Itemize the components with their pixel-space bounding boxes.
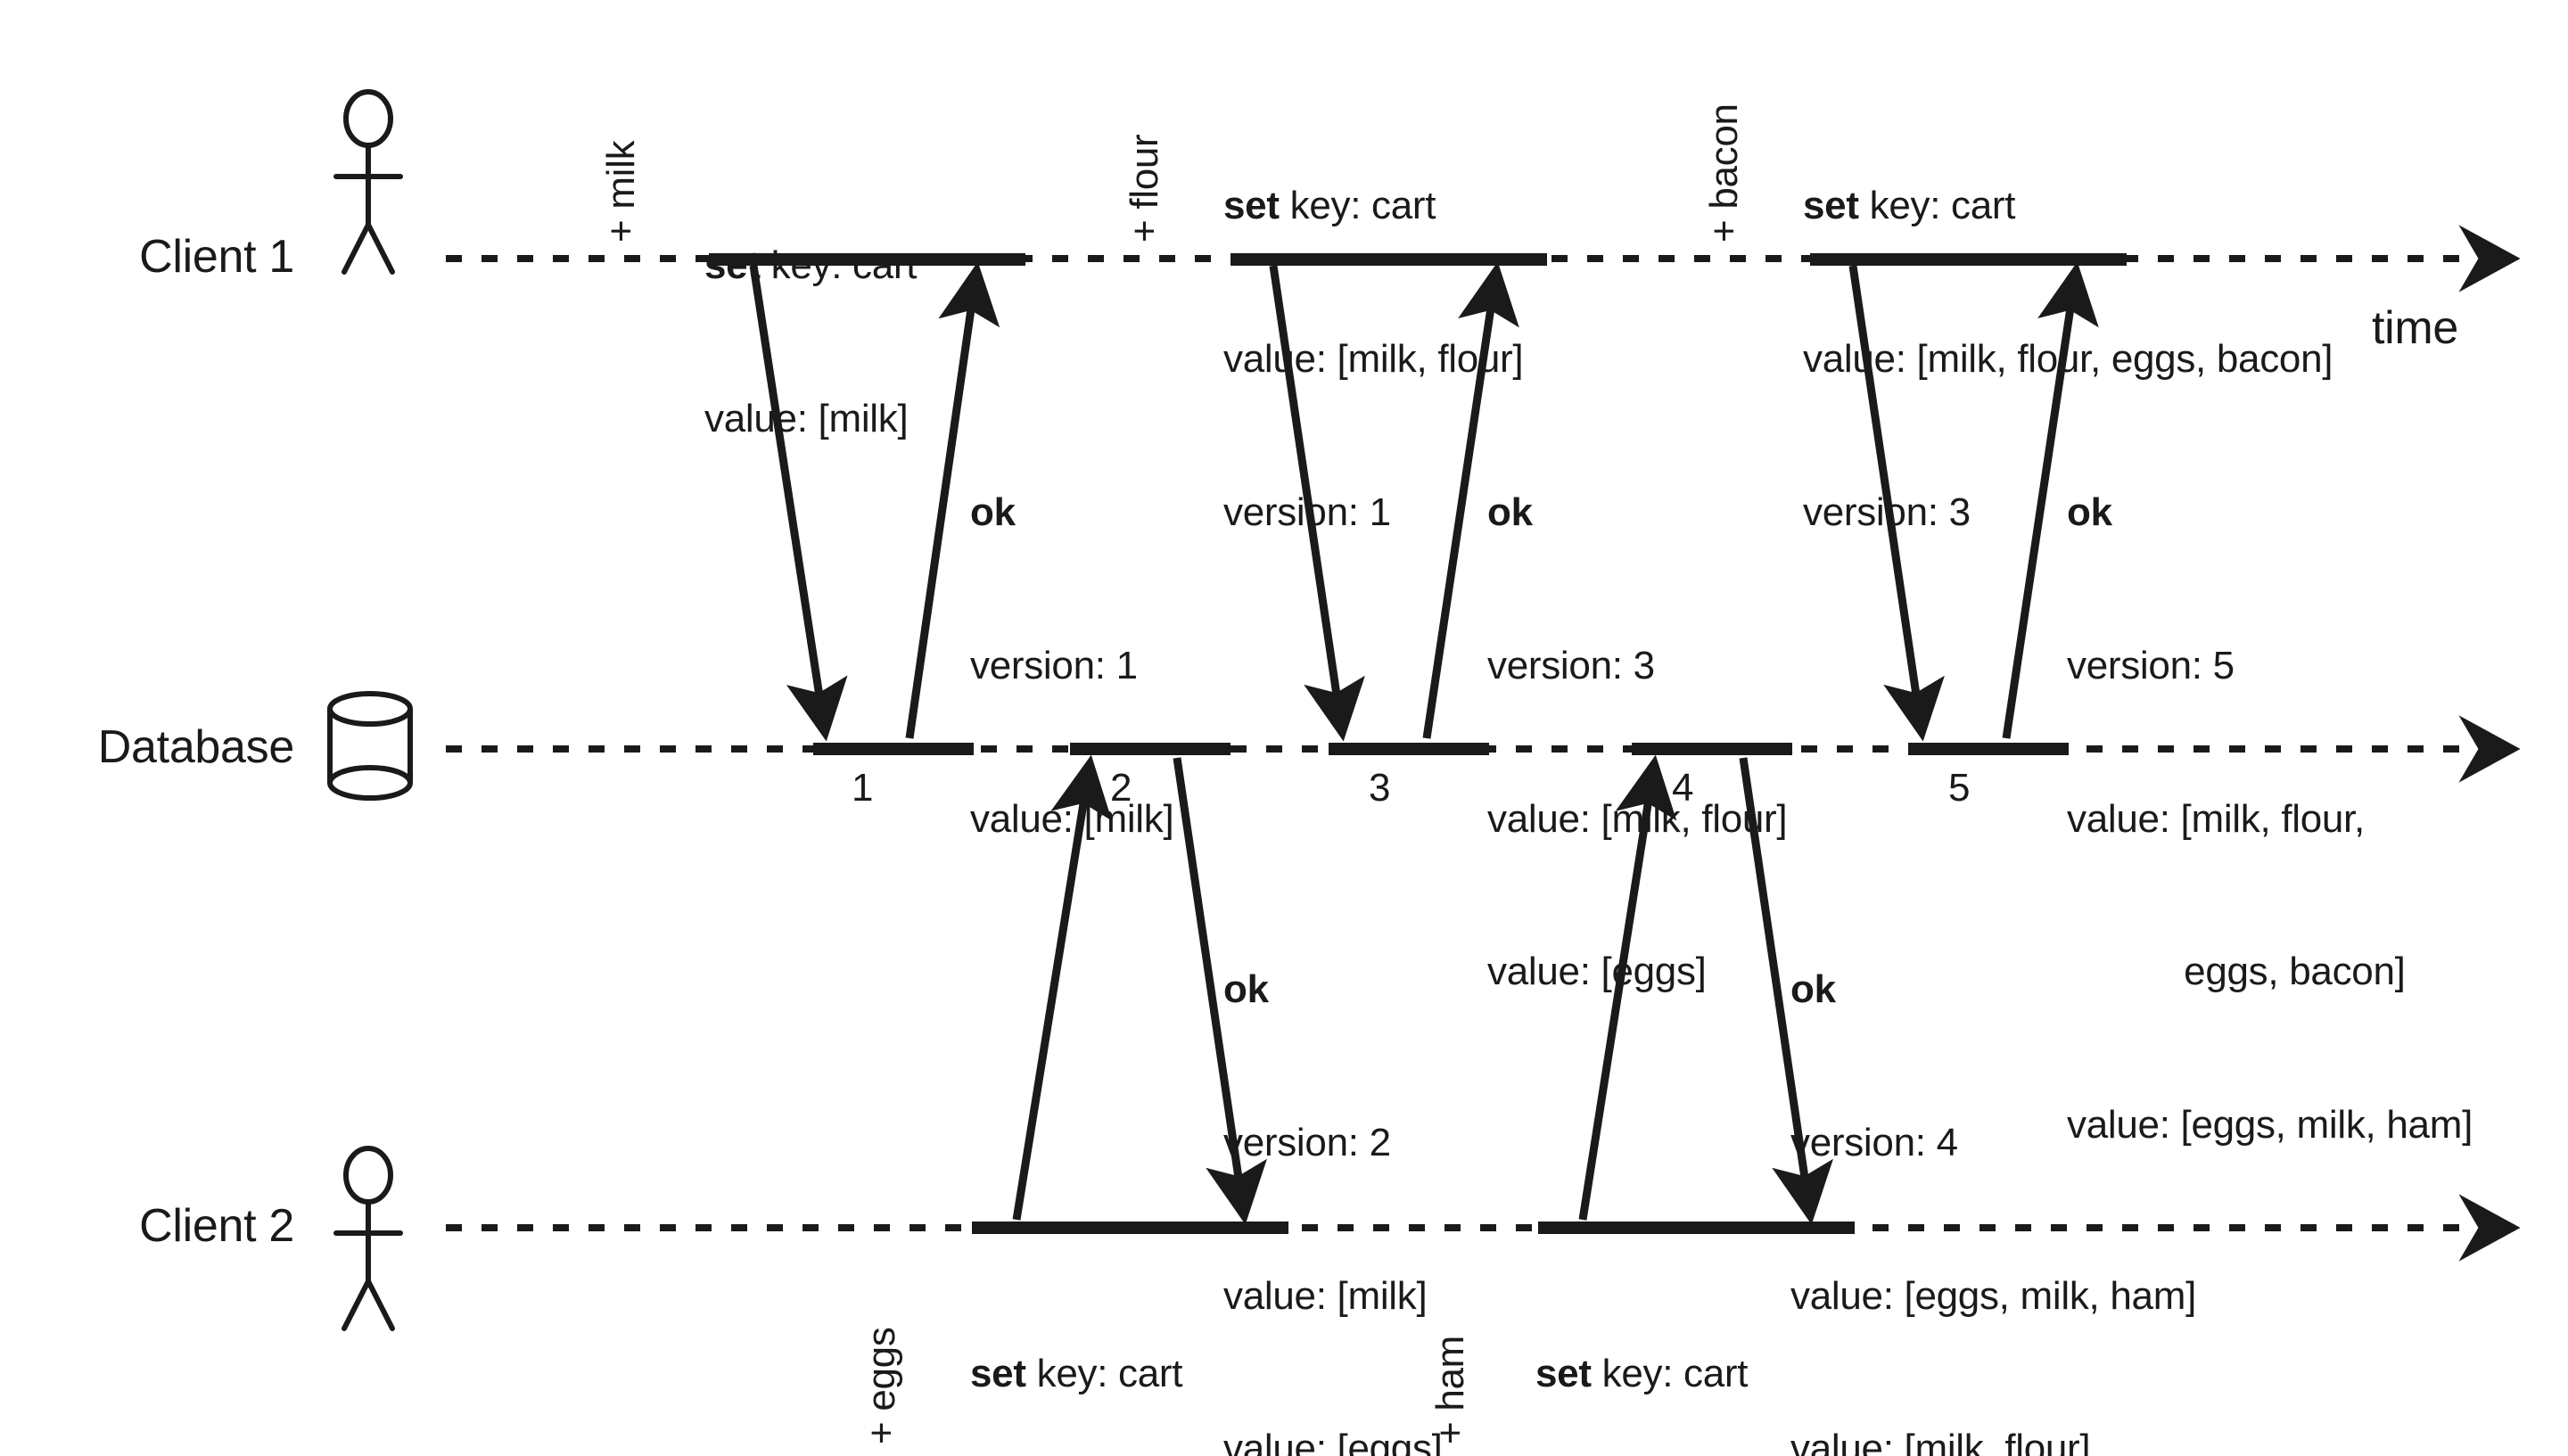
message-arrow-ok4 xyxy=(1739,757,1833,1225)
database-cylinder-icon xyxy=(327,691,413,801)
message-set-b1-line1: set key: cart xyxy=(970,1352,1183,1396)
activation-bar-db-3 xyxy=(1329,743,1489,755)
message-ok2-line2: version: 2 xyxy=(1223,1120,1391,1164)
message-ok4-line4: value: [milk, flour] xyxy=(1790,1427,2091,1456)
message-ok5-line1: ok xyxy=(2067,490,2112,535)
activation-bar-db-1 xyxy=(813,743,974,755)
message-arrow-ok1 xyxy=(905,261,1000,739)
message-ok1-line2: version: 1 xyxy=(970,643,1138,687)
db-event-number-2: 2 xyxy=(1110,766,1132,810)
lane-label-database: Database xyxy=(97,721,295,773)
message-ok5: ok version: 5 value: [milk, flour, eggs,… xyxy=(2067,385,2473,1252)
lane-label-client2: Client 2 xyxy=(139,1200,294,1252)
message-arrow-ok5 xyxy=(2002,261,2099,739)
message-ok5-line3: value: [milk, flour, xyxy=(2067,796,2365,841)
message-set2-line1: set key: cart xyxy=(1223,184,1436,228)
message-ok1-line3: value: [milk] xyxy=(970,796,1174,841)
message-set3-line1: set key: cart xyxy=(1803,184,2016,228)
message-ok1: ok version: 1 value: [milk] xyxy=(970,385,1174,946)
activation-bar-db-2 xyxy=(1070,743,1230,755)
time-axis-label: time xyxy=(2372,302,2459,354)
message-set-b2: set key: cart value: [eggs, milk, ham] v… xyxy=(1535,1246,1941,1456)
db-event-number-4: 4 xyxy=(1672,766,1694,810)
message-ok3: ok version: 3 value: [milk, flour] value… xyxy=(1487,385,1788,1099)
action-label-add-milk: + milk xyxy=(599,140,643,243)
message-ok5-line5: value: [eggs, milk, ham] xyxy=(2067,1102,2473,1147)
message-ok2-line3: value: [milk] xyxy=(1223,1273,1428,1318)
message-ok3-line4: value: [eggs] xyxy=(1487,950,1707,994)
message-arrow-set-b2 xyxy=(1578,754,1677,1221)
message-set-b2-line1: set key: cart xyxy=(1535,1352,1749,1396)
message-set1: set key: cart value: [milk] xyxy=(704,138,918,547)
message-ok2-line4: value: [eggs] xyxy=(1223,1427,1443,1456)
message-set2: set key: cart value: [milk, flour] versi… xyxy=(1223,78,1524,639)
message-ok5-line4: eggs, bacon] xyxy=(2067,950,2406,994)
message-ok4-line1: ok xyxy=(1790,967,1836,1012)
stick-figure-icon-client1 xyxy=(333,89,403,275)
message-set2-line3: version: 1 xyxy=(1223,489,1391,534)
message-arrow-set-b1 xyxy=(1012,754,1113,1221)
activation-bar-c2-2 xyxy=(1538,1222,1855,1234)
action-label-add-bacon: + bacon xyxy=(1702,103,1746,243)
message-ok2-line1: ok xyxy=(1223,967,1269,1012)
activation-bar-db-4 xyxy=(1632,743,1792,755)
message-ok3-line2: version: 3 xyxy=(1487,643,1655,687)
message-ok1-line1: ok xyxy=(970,490,1016,535)
message-set1-line1: set key: cart xyxy=(704,243,918,288)
activation-bar-db-5 xyxy=(1908,743,2069,755)
message-arrow-set3 xyxy=(1848,265,1945,742)
message-ok5-line2: version: 5 xyxy=(2067,643,2235,687)
db-event-number-5: 5 xyxy=(1948,766,1971,810)
action-label-add-eggs: + eggs xyxy=(860,1327,903,1444)
message-ok4: ok version: 4 value: [eggs, milk, ham] v… xyxy=(1790,862,2196,1456)
message-arrow-set1 xyxy=(749,265,848,742)
db-event-number-1: 1 xyxy=(852,766,874,810)
message-ok4-line3: value: [eggs, milk, ham] xyxy=(1790,1273,2196,1318)
activation-bar-c2-1 xyxy=(972,1222,1288,1234)
stick-figure-icon-client2 xyxy=(333,1146,403,1331)
message-set2-line2: value: [milk, flour] xyxy=(1223,336,1524,381)
message-set3-line3: version: 3 xyxy=(1803,489,1971,534)
message-ok3-line3: value: [milk, flour] xyxy=(1487,796,1788,841)
message-ok2: ok version: 2 value: [milk] value: [eggs… xyxy=(1223,862,1443,1456)
message-set3-line2: value: [milk, flour, eggs, bacon] xyxy=(1803,336,2333,381)
action-label-add-flour: + flour xyxy=(1123,134,1166,243)
message-set3: set key: cart value: [milk, flour, eggs,… xyxy=(1803,78,2333,639)
message-set1-line2: value: [milk] xyxy=(704,396,909,440)
db-event-number-3: 3 xyxy=(1369,766,1391,810)
message-ok4-line2: version: 4 xyxy=(1790,1120,1958,1164)
message-arrow-ok3 xyxy=(1422,261,1519,739)
message-arrow-ok2 xyxy=(1173,757,1267,1225)
message-set-b1: set key: cart value: [eggs] xyxy=(970,1246,1189,1456)
lane-label-client1: Client 1 xyxy=(139,231,294,283)
message-ok3-line1: ok xyxy=(1487,490,1533,535)
message-arrow-set2 xyxy=(1269,265,1365,742)
